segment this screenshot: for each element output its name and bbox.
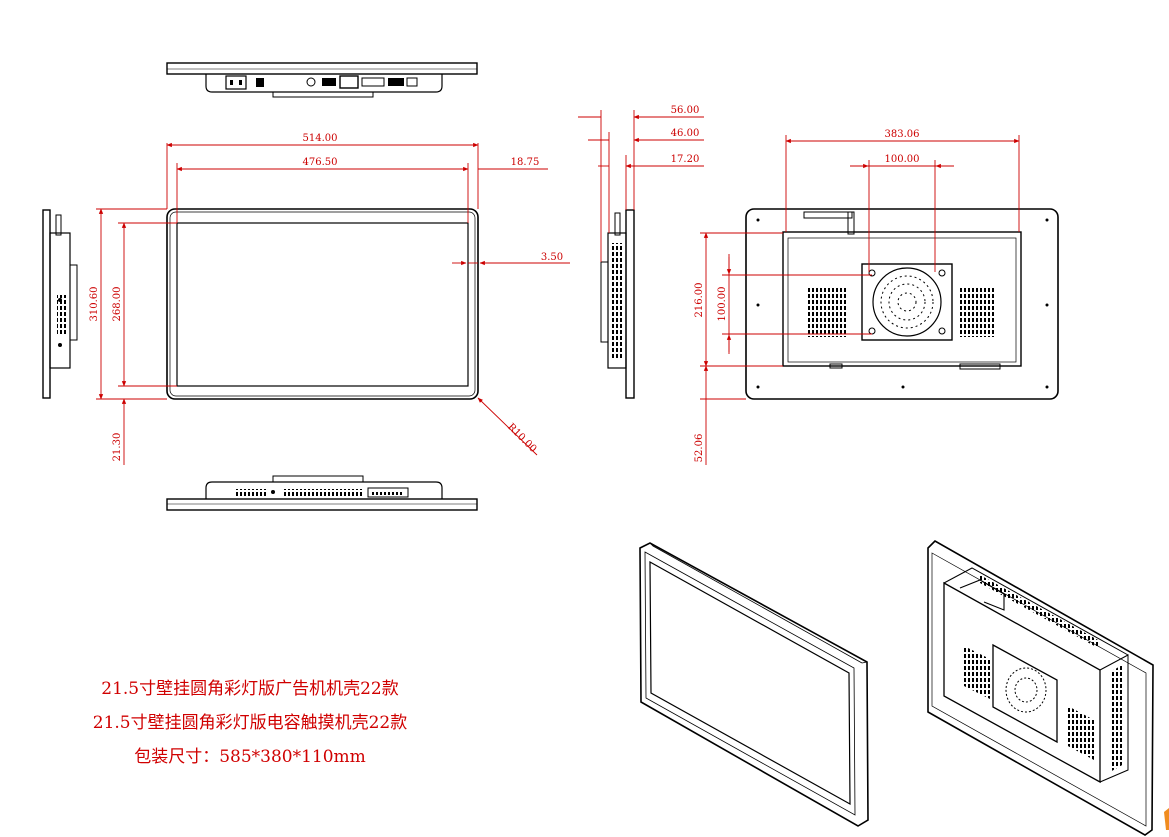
rear-view — [745, 208, 1059, 400]
dim-rear-mount-height: 216.00 — [694, 283, 705, 318]
dim-rear-vesa-height: 100.00 — [717, 287, 728, 322]
isometric-front-view — [639, 542, 869, 827]
right-side-view — [600, 209, 635, 399]
power-socket-icon — [225, 75, 247, 90]
left-side-view — [42, 209, 78, 399]
isometric-rear-view — [927, 540, 1154, 836]
caption-line-2: 21.5寸壁挂圆角彩灯版电容触摸机壳22款 — [92, 713, 408, 733]
dim-rear-bottom-offset: 52.06 — [694, 434, 705, 463]
dim-front-outer-width: 514.00 — [303, 133, 338, 144]
top-view — [166, 62, 478, 98]
bottom-view — [166, 475, 478, 511]
dim-front-bezel-gap: 3.50 — [541, 252, 563, 263]
dim-front-bottom-offset: 21.30 — [112, 433, 123, 462]
dim-side-depth-total: 56.00 — [671, 105, 700, 116]
dim-front-inner-width: 476.50 — [303, 157, 338, 168]
dim-front-side-bezel: 18.75 — [511, 157, 540, 168]
side-dimensions: 56.00 46.00 17.20 — [578, 105, 704, 262]
front-dimensions — [96, 142, 570, 465]
dim-front-inner-height: 268.00 — [112, 287, 123, 322]
dim-front-corner-radius: R10.00 — [505, 422, 538, 455]
dim-rear-vesa-width: 100.00 — [885, 154, 920, 165]
front-view — [166, 208, 479, 400]
caption-line-1: 21.5寸壁挂圆角彩灯版广告机机壳22款 — [101, 679, 399, 699]
dim-side-depth-step: 17.20 — [671, 154, 700, 165]
dim-side-depth-body: 46.00 — [671, 128, 700, 139]
corner-mark — [1164, 808, 1169, 830]
rear-dimensions: 383.06 100.00 216.00 100.00 52.06 — [694, 129, 1020, 465]
dim-front-outer-height: 310.60 — [89, 287, 100, 322]
dim-rear-mount-span: 383.06 — [885, 129, 920, 140]
caption-line-3: 包装尺寸：585*380*110mm — [134, 747, 366, 767]
